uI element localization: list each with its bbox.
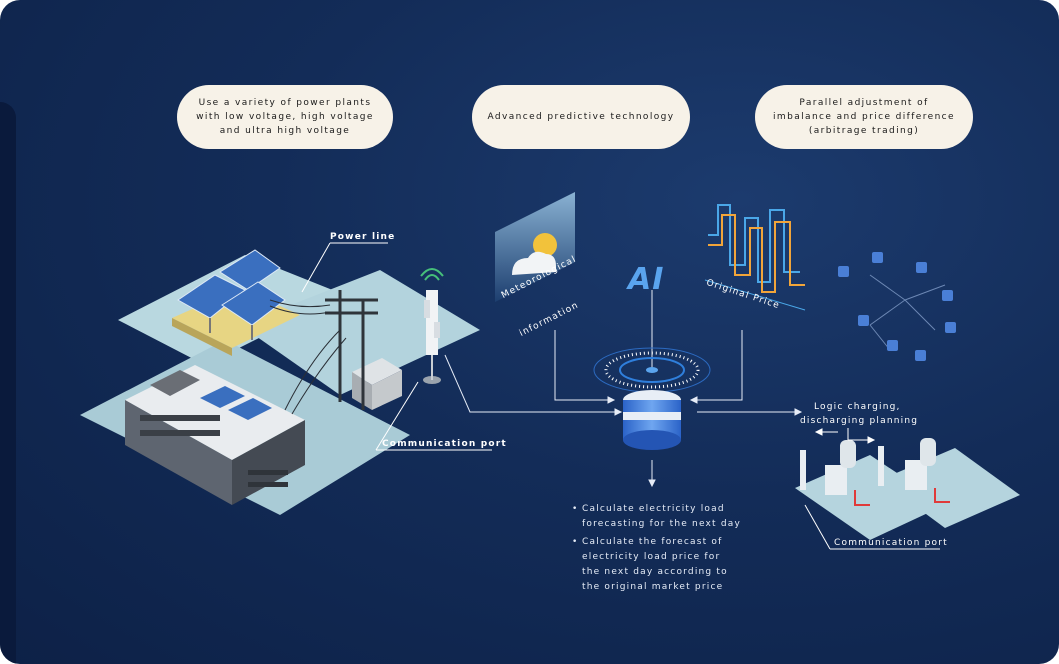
pill-arbitrage: Parallel adjustment of imbalance and pri… xyxy=(755,85,973,149)
forecast-bullet-list: • Calculate electricity load forecasting… xyxy=(572,502,741,595)
pill-power-plants-text: Use a variety of power plants with low v… xyxy=(196,98,374,136)
comm-port-left-label: Communication port xyxy=(382,439,507,449)
original-price-chart xyxy=(704,204,806,311)
bullet-item-2: • Calculate the forecast of electricity … xyxy=(572,535,741,595)
bullet-1-line-1: Calculate electricity load xyxy=(582,504,725,514)
pill-power-plants: Use a variety of power plants with low v… xyxy=(177,85,393,149)
comm-port-right-label: Communication port xyxy=(834,538,948,548)
power-plant-illustration xyxy=(80,249,480,515)
network-graph xyxy=(838,252,956,361)
ai-label: AI xyxy=(628,262,665,297)
bullet-2-line-2: electricity load price for xyxy=(582,552,721,562)
logic-label-line1: Logic charging, xyxy=(814,402,901,412)
pill-arbitrage-text: Parallel adjustment of imbalance and pri… xyxy=(773,98,955,136)
pill-predictive-tech-text: Advanced predictive technology xyxy=(487,112,675,122)
storage-site-illustration xyxy=(795,438,1020,540)
pill-predictive-tech: Advanced predictive technology xyxy=(472,85,690,149)
power-line-leader xyxy=(301,242,388,293)
flow-connectors xyxy=(444,290,803,488)
bullet-item-1: • Calculate electricity load forecasting… xyxy=(572,502,741,532)
logic-label-line2: discharging planning xyxy=(800,416,919,426)
weather-card xyxy=(495,192,575,302)
bullet-2-line-4: the original market price xyxy=(582,582,724,592)
comm-port-left-leader xyxy=(375,381,492,451)
bullet-1-line-2: forecasting for the next day xyxy=(582,519,741,529)
bullet-2-line-1: Calculate the forecast of xyxy=(582,537,723,547)
ai-core xyxy=(593,347,711,450)
comm-port-right-leader xyxy=(804,504,940,550)
logic-arrows xyxy=(814,428,876,444)
bullet-2-line-3: the next day according to xyxy=(582,567,728,577)
left-edge-panel xyxy=(0,102,16,664)
power-line-label: Power line xyxy=(330,232,396,242)
